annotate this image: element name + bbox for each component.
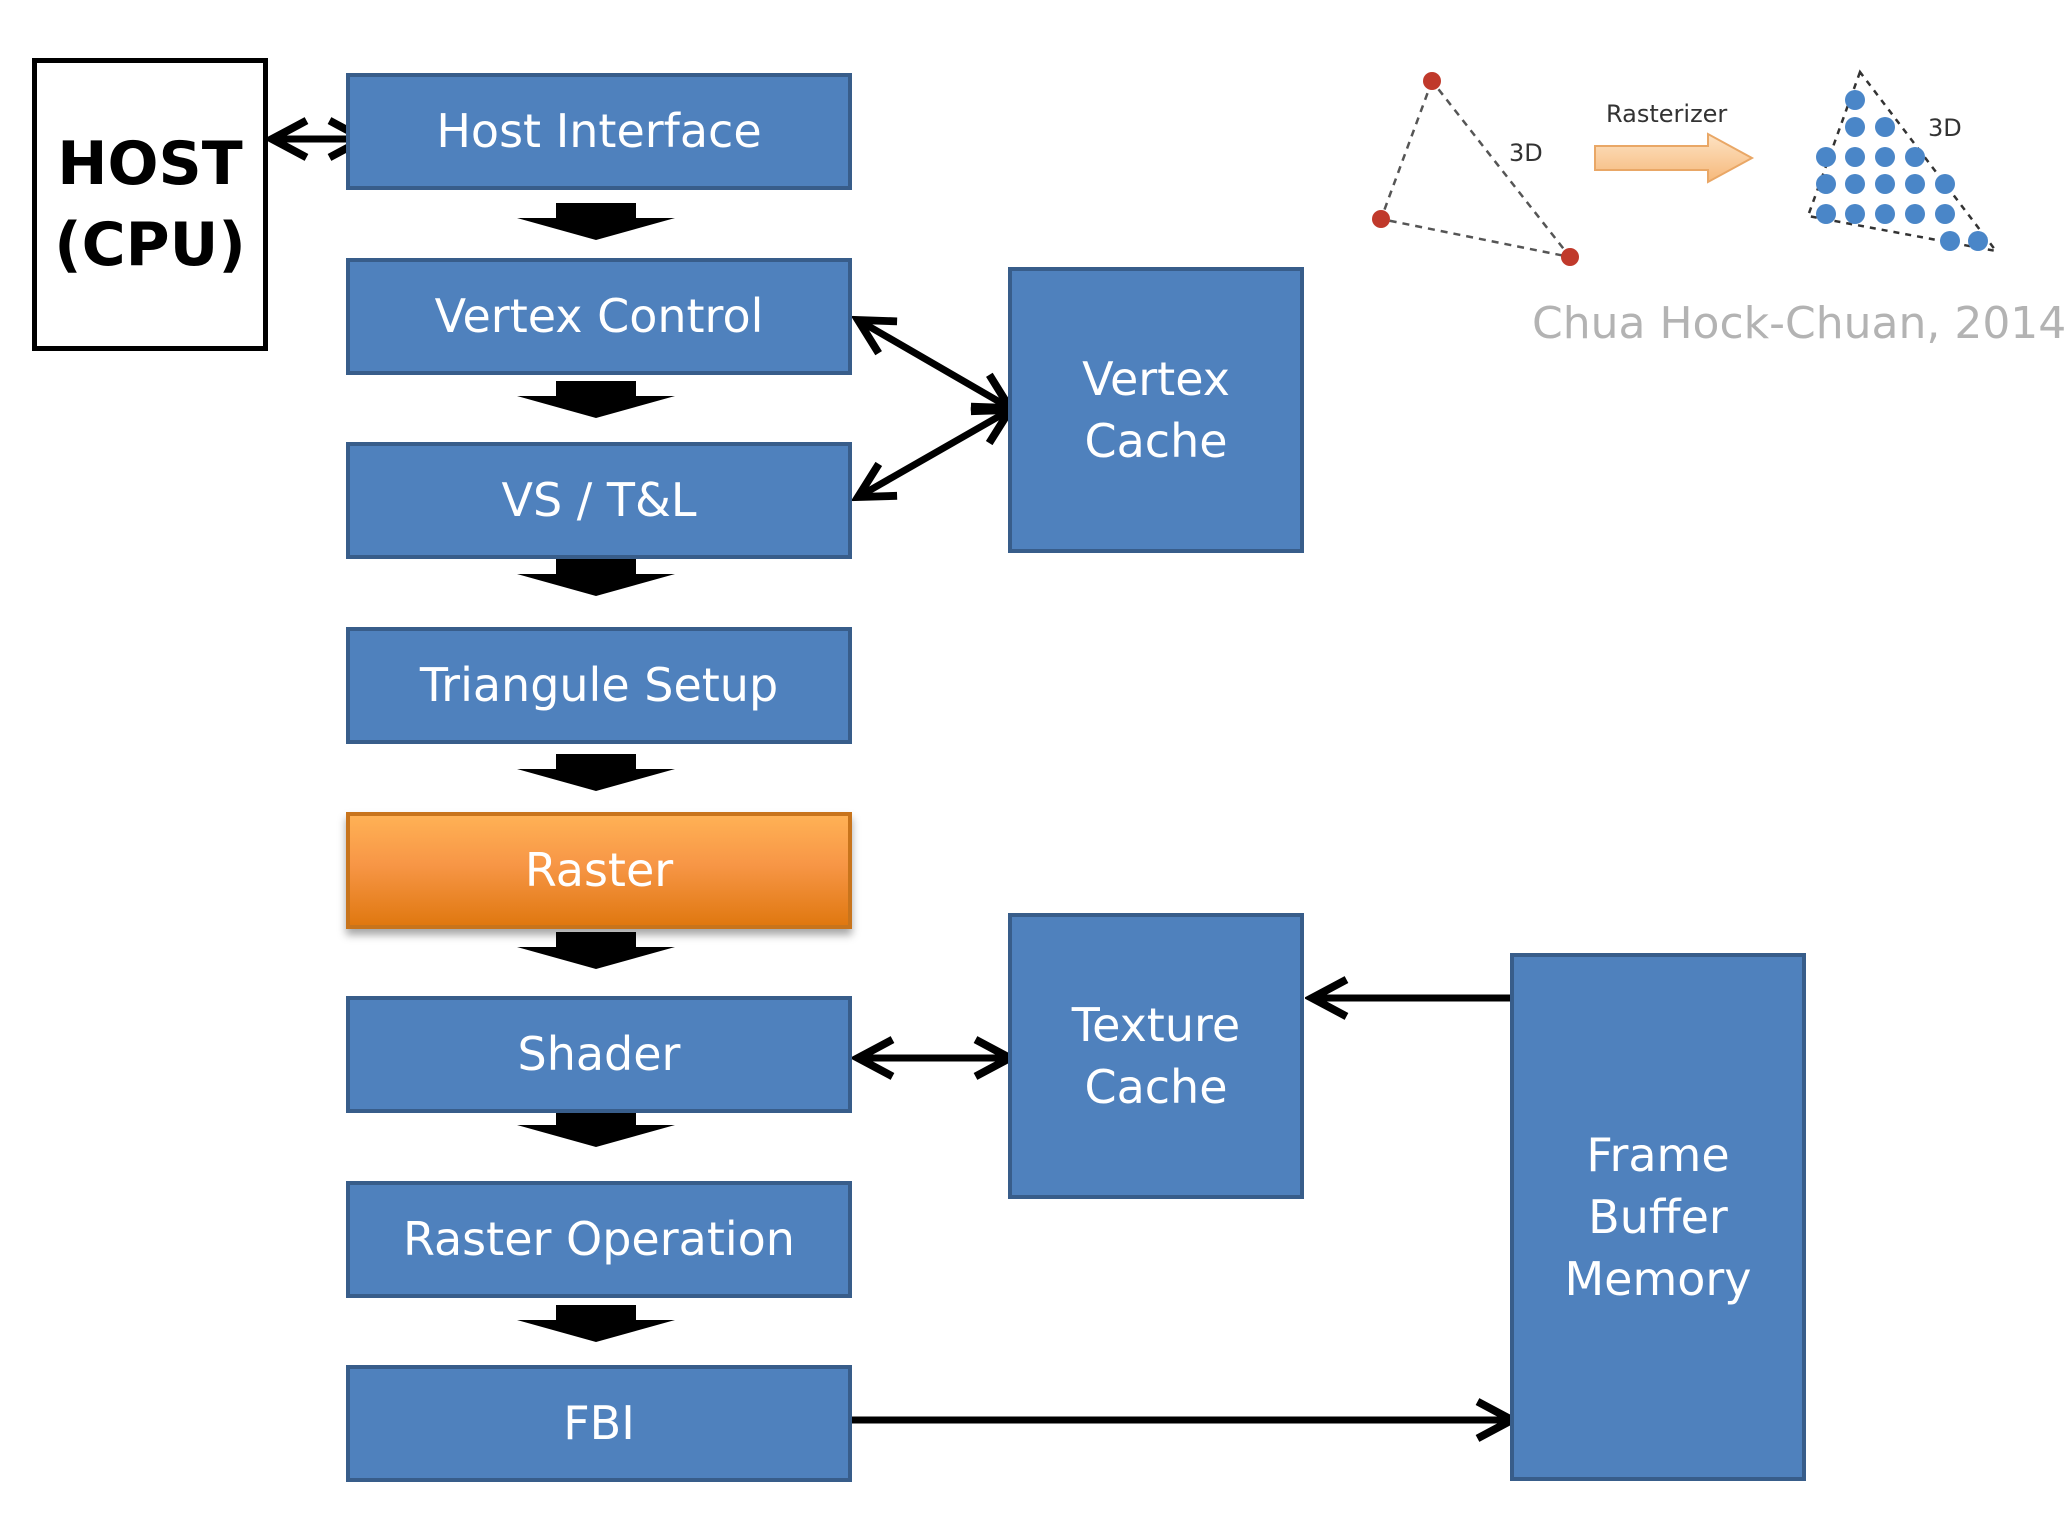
vertex-cache-label: Vertex Cache	[1082, 351, 1230, 468]
pixel-dot	[1845, 174, 1865, 194]
host-cpu-label: HOST (CPU)	[54, 128, 246, 280]
pixel-dot	[1935, 174, 1955, 194]
host-interface-label: Host Interface	[436, 104, 762, 159]
pixel-dot	[1816, 147, 1836, 167]
texture-cache-box: Texture Cache	[1008, 913, 1304, 1199]
triangle-setup-label: Triangule Setup	[419, 658, 779, 713]
down-arrow-6	[517, 1110, 675, 1147]
pixel-dot	[1875, 174, 1895, 194]
vertex-control-label: Vertex Control	[434, 289, 764, 344]
raster-box: Raster	[346, 812, 852, 929]
host-cpu-box: HOST (CPU)	[32, 58, 268, 351]
vs-tl-label: VS / T&L	[501, 473, 697, 528]
pixel-dot	[1816, 204, 1836, 224]
down-arrow-1	[517, 203, 675, 240]
down-arrow-2	[517, 381, 675, 418]
frame-buffer-memory-box: Frame Buffer Memory	[1510, 953, 1806, 1481]
vertex-dot	[1423, 72, 1441, 90]
raster-operation-label: Raster Operation	[403, 1212, 795, 1267]
down-arrow-4	[517, 754, 675, 791]
right-3d-tag: 3D	[1928, 114, 1962, 142]
raster-operation-box: Raster Operation	[346, 1181, 852, 1298]
pixel-dot	[1816, 174, 1836, 194]
pixel-dot	[1905, 204, 1925, 224]
pixel-dot	[1968, 231, 1988, 251]
pixel-triangle	[1806, 69, 1999, 253]
fbi-box: FBI	[346, 1365, 852, 1482]
frame-buffer-memory-label: Frame Buffer Memory	[1564, 1127, 1752, 1307]
rasterizer-label: Rasterizer	[1606, 100, 1727, 128]
vertex-cache-box: Vertex Cache	[1008, 267, 1304, 553]
down-arrow-7	[517, 1305, 675, 1342]
pixel-dot	[1935, 204, 1955, 224]
host-interface-box: Host Interface	[346, 73, 852, 190]
pixel-dot	[1875, 117, 1895, 137]
pixel-dot	[1875, 204, 1895, 224]
vs-cache-arrow	[858, 410, 1010, 497]
down-arrow-5	[517, 932, 675, 969]
pixel-dot	[1940, 231, 1960, 251]
raster-label: Raster	[524, 843, 674, 898]
vs-tl-box: VS / T&L	[346, 442, 852, 559]
pixel-dot	[1905, 147, 1925, 167]
rasterizer-arrow	[1594, 132, 1755, 184]
credit-text: Chua Hock-Chuan, 2014	[1532, 298, 2066, 349]
pixel-dots	[1816, 90, 1988, 251]
vertex-dot	[1372, 210, 1390, 228]
pixel-dot	[1845, 90, 1865, 110]
pixel-dot	[1845, 117, 1865, 137]
shader-label: Shader	[517, 1027, 681, 1082]
fbi-label: FBI	[563, 1396, 635, 1451]
shader-box: Shader	[346, 996, 852, 1113]
vertex-control-cache-arrow	[858, 320, 1010, 408]
triangle-setup-box: Triangule Setup	[346, 627, 852, 744]
pixel-dot	[1845, 204, 1865, 224]
texture-cache-label: Texture Cache	[1071, 997, 1241, 1114]
rasterizer-inset: 3D Rasterizer 3D	[1372, 69, 1999, 266]
vertex-dot	[1561, 248, 1579, 266]
pixel-dot	[1875, 147, 1895, 167]
left-3d-tag: 3D	[1509, 139, 1543, 167]
vertex-triangle	[1379, 78, 1574, 259]
pixel-dot	[1905, 174, 1925, 194]
vertex-control-box: Vertex Control	[346, 258, 852, 375]
down-arrow-3	[517, 559, 675, 596]
pipeline-down-arrows	[517, 203, 675, 1342]
pixel-dot	[1845, 147, 1865, 167]
